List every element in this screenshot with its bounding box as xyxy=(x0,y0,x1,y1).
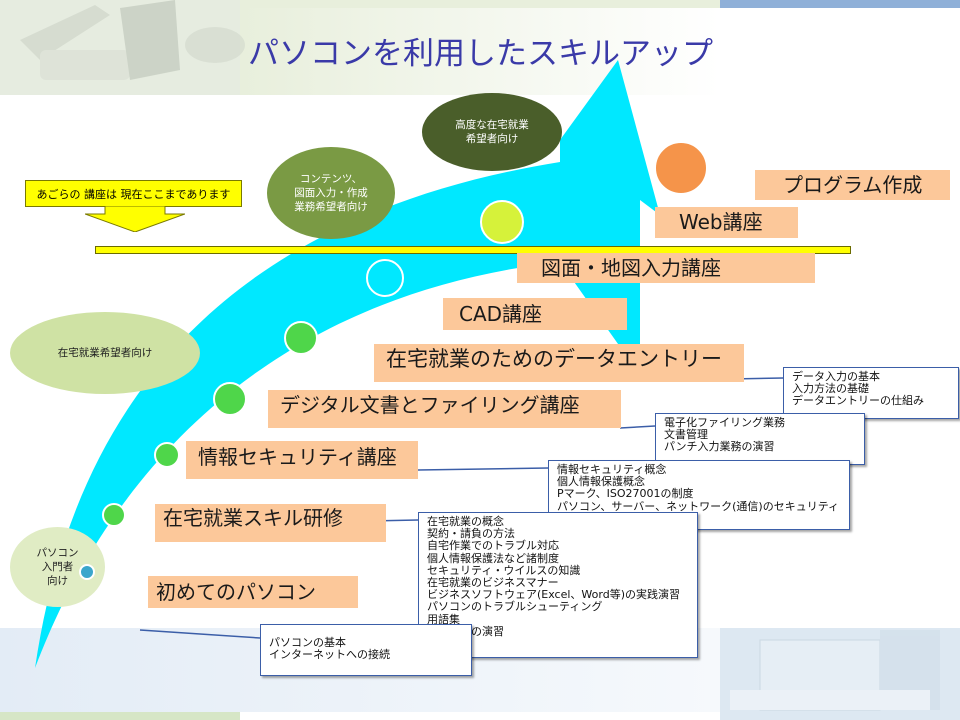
target-contents-line: 業務希望者向け xyxy=(294,201,368,213)
computer-photo xyxy=(730,630,940,711)
current-level-bar xyxy=(95,246,851,254)
detail-item: 契約・請負の方法 xyxy=(427,527,515,541)
step-dot-cad xyxy=(284,321,318,355)
target-advanced-line: 希望者向け xyxy=(465,133,519,145)
target-contents-ellipse: コンテンツ、図面入力・作成業務希望者向け xyxy=(267,147,395,239)
target-advanced-line: 高度な在宅就業 xyxy=(455,119,529,131)
course-entry: 在宅就業のためのデータエントリー xyxy=(374,344,744,382)
course-filing: デジタル文書とファイリング講座 xyxy=(268,390,621,428)
detail-item: 個人情報保護概念 xyxy=(557,475,645,489)
target-advanced-ellipse: 高度な在宅就業希望者向け xyxy=(422,93,562,171)
detail-item: パソコン、サーバー、ネットワーク(通信)のセキュリティ xyxy=(557,499,840,513)
course-skill: 在宅就業スキル研修 xyxy=(155,504,386,542)
detail-item: データ入力の基本 xyxy=(792,370,880,383)
course-program: プログラム作成 xyxy=(755,170,950,200)
step-dot-web xyxy=(480,200,524,244)
detail-box-skill: 在宅就業の概念 契約・請負の方法 自宅作業でのトラブル対応 個人情報保護法など諸… xyxy=(418,512,698,658)
detail-item: 自宅作業でのトラブル対応 xyxy=(427,539,559,553)
target-contents-line: 図面入力・作成 xyxy=(294,187,368,199)
detail-item: 入力方法の基礎 xyxy=(792,382,869,396)
course-first: 初めてのパソコン xyxy=(148,576,358,608)
top-right-bar xyxy=(720,0,960,8)
detail-item: インターネットへの接続 xyxy=(269,648,390,662)
target-beginner-line: パソコン xyxy=(36,547,79,559)
down-arrow-icon xyxy=(85,206,185,232)
step-dot-map xyxy=(366,259,404,297)
target-contents-line: コンテンツ、 xyxy=(299,173,363,185)
step-dot-skill xyxy=(102,503,126,527)
step-dot-filing xyxy=(213,382,247,416)
page-title: パソコンを利用したスキルアップ xyxy=(248,36,713,72)
header-band xyxy=(240,0,720,95)
step-dot-program xyxy=(654,141,708,195)
detail-box-entry: データ入力の基本 入力方法の基礎 データエントリーの仕組み xyxy=(783,367,959,419)
target-beginner-ellipse: パソコン入門者向け xyxy=(10,527,105,607)
course-web: Web講座 xyxy=(655,207,798,238)
detail-item: ビジネスソフトウェア(Excel、Word等)の実践演習 xyxy=(427,588,680,602)
course-map: 図面・地図入力講座 xyxy=(517,253,815,283)
step-dot-first xyxy=(79,564,95,580)
detail-item: 電子化ファイリング業務 xyxy=(664,416,785,429)
laptop-photo xyxy=(20,0,245,80)
target-home-line: 在宅就業希望者向け xyxy=(57,347,153,359)
detail-box-first: パソコンの基本 インターネットへの接続 xyxy=(260,624,472,676)
course-cad: CAD講座 xyxy=(443,298,627,330)
detail-item: 在宅就業のビジネスマナー xyxy=(427,576,559,590)
step-dot-security xyxy=(154,442,180,468)
detail-item: データエントリーの仕組み xyxy=(792,394,924,408)
notice-box: あごらの 講座は 現在ここまであります xyxy=(25,180,242,207)
target-home-ellipse: 在宅就業希望者向け xyxy=(10,312,200,394)
detail-item: 文書管理 xyxy=(664,428,708,442)
detail-item: セキュリティ・ウイルスの知識 xyxy=(427,563,581,577)
detail-item: 用語集 xyxy=(427,612,460,626)
detail-box-filing: 電子化ファイリング業務 文書管理 パンチ入力業務の演習 xyxy=(655,413,865,465)
target-beginner-line: 入門者 xyxy=(41,561,74,573)
detail-item: 情報セキュリティ概念 xyxy=(557,463,667,476)
target-beginner-line: 向け xyxy=(47,575,68,587)
detail-item: 在宅就業の概念 xyxy=(427,515,504,528)
course-security: 情報セキュリティ講座 xyxy=(186,441,418,479)
detail-item: パソコンの基本 xyxy=(269,636,346,649)
detail-item: パンチ入力業務の演習 xyxy=(664,440,775,454)
detail-item: 個人情報保護法など諸制度 xyxy=(427,551,559,565)
detail-item: パソコンのトラブルシューティング xyxy=(427,600,603,614)
detail-item: Pマーク、ISO27001の制度 xyxy=(557,487,694,501)
